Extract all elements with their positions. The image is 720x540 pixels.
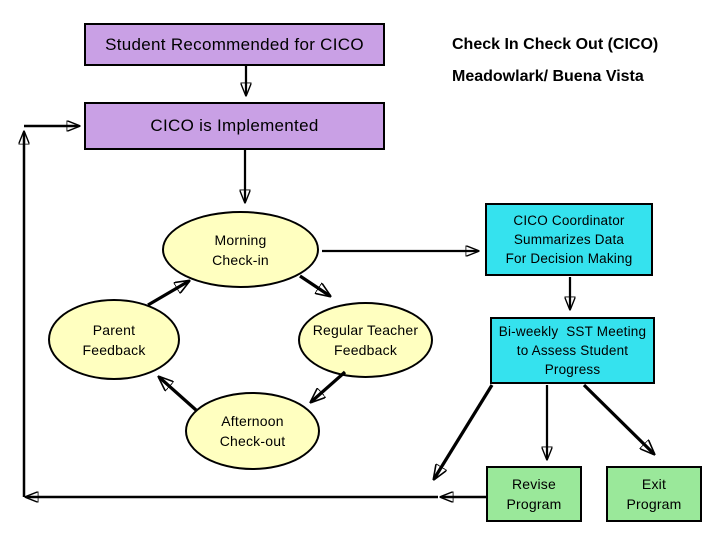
node-exit-program: Exit Program xyxy=(606,466,702,522)
node-label-line: CICO Coordinator xyxy=(513,213,625,228)
node-label-line: Program xyxy=(506,496,562,512)
node-cico-coordinator: CICO Coordinator Summarizes Data For Dec… xyxy=(485,203,653,276)
node-regular-teacher-feedback: Regular Teacher Feedback xyxy=(298,302,433,378)
node-label-line: For Decision Making xyxy=(505,251,633,266)
node-label-line: Parent xyxy=(92,321,136,338)
node-label-line: Check-out xyxy=(219,433,286,449)
node-label-line: Feedback xyxy=(333,342,398,358)
node-label-line: Exit xyxy=(641,476,667,492)
node-label-line: Feedback xyxy=(82,341,146,358)
slide-subtitle: Meadowlark/ Buena Vista xyxy=(452,68,644,85)
node-cico-implemented: CICO is Implemented xyxy=(84,102,385,150)
node-label-line: Bi-weekly SST Meeting xyxy=(498,324,647,339)
node-parent-feedback: Parent Feedback xyxy=(48,299,180,380)
arrow-teacher-to-afternoon xyxy=(311,370,347,402)
node-revise-program: Revise Program xyxy=(486,466,582,522)
node-student-recommended: Student Recommended for CICO xyxy=(84,23,385,66)
node-label-line: Check-in xyxy=(212,251,269,268)
node-label-line: Morning xyxy=(214,231,267,248)
node-afternoon-check-out: Afternoon Check-out xyxy=(185,392,320,470)
arrow-parent-to-morning xyxy=(147,281,189,307)
slide-title: Check In Check Out (CICO) xyxy=(452,36,659,53)
node-label-line: Regular Teacher xyxy=(312,322,419,338)
node-label-line: Program xyxy=(626,496,682,512)
node-sst-meeting: Bi-weekly SST Meeting to Assess Student … xyxy=(490,317,655,384)
arrow-afternoon-to-parent xyxy=(159,377,198,412)
node-label-line: to Assess Student xyxy=(516,343,629,358)
node-label-line: Summarizes Data xyxy=(513,232,625,247)
arrow-sst-to-feedback-loop xyxy=(434,384,494,479)
node-label-line: Revise xyxy=(512,476,556,492)
arrow-sst-to-exit xyxy=(582,383,654,454)
arrow-morning-to-teacher xyxy=(299,274,330,296)
node-label-line: Afternoon xyxy=(221,413,284,429)
node-label-line: Progress xyxy=(544,362,601,377)
node-label: Student Recommended for CICO xyxy=(105,34,364,54)
node-morning-check-in: Morning Check-in xyxy=(162,211,319,288)
node-label: CICO is Implemented xyxy=(150,116,319,135)
